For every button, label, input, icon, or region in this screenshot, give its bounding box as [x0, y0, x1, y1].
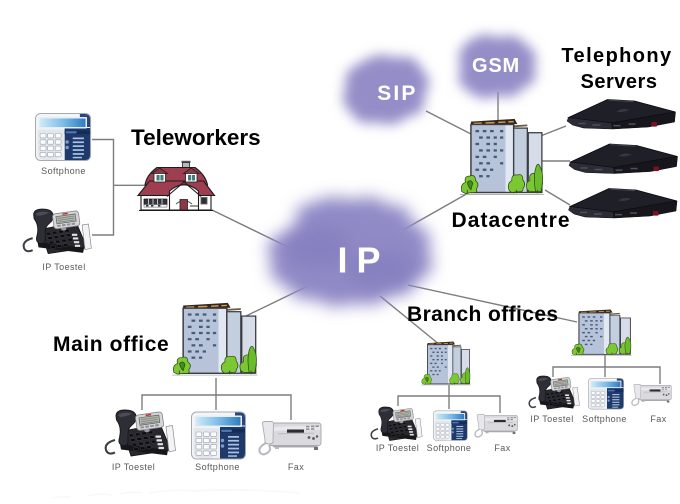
svg-text:SIP: SIP — [377, 82, 417, 105]
svg-text:GSM: GSM — [472, 55, 520, 77]
svg-text:IP: IP — [338, 239, 390, 280]
